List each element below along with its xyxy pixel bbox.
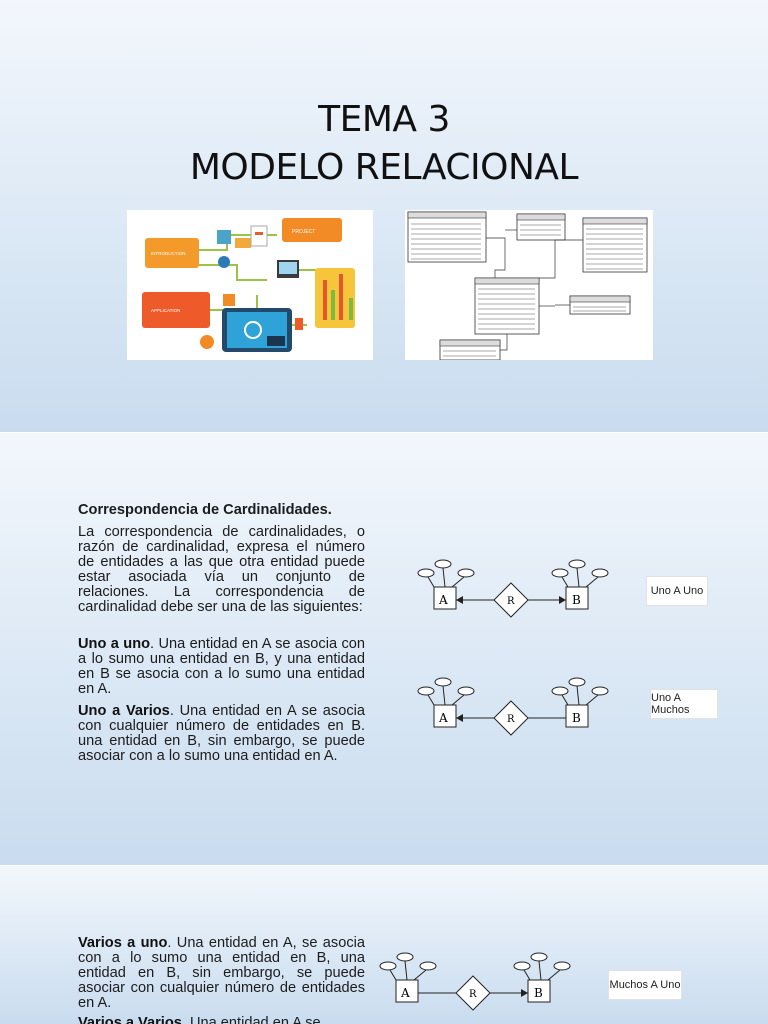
section-heading: Correspondencia de Cardinalidades.	[78, 502, 332, 518]
many-to-many-paragraph: Varios a Varios. Una entidad en A se	[78, 1016, 365, 1024]
slide-varios: Varios a uno. Una entidad en A, se asoci…	[0, 866, 768, 1024]
slide-title: TEMA 3 MODELO RELACIONAL PROJECT INTRODU…	[0, 0, 768, 432]
slide-cardinalidades: Correspondencia de Cardinalidades. La co…	[0, 433, 768, 865]
entity-b-label: B	[572, 711, 581, 725]
infographic-tag-intro: INTRODUCTION	[151, 251, 186, 256]
relation-label: R	[507, 714, 515, 725]
caption-uno-a-muchos: Uno A Muchos	[650, 689, 718, 719]
er-diagram-one-to-one: A R B	[417, 559, 609, 618]
one-to-one-term: Uno a uno	[78, 636, 151, 652]
one-to-one-paragraph: Uno a uno. Una entidad en A se asocia co…	[78, 637, 365, 697]
intro-paragraph: La correspondencia de cardinalidades, o …	[78, 524, 365, 615]
relation-label: R	[469, 989, 477, 1000]
infographic-illustration: PROJECT INTRODUCTION APPLICATION	[127, 210, 373, 360]
infographic-tag-project: PROJECT	[292, 229, 315, 235]
entity-b-label: B	[572, 593, 581, 607]
er-diagram-one-to-many: A R B	[417, 677, 609, 736]
many-to-one-term: Varios a uno	[78, 935, 168, 951]
entity-a-label: A	[438, 593, 448, 607]
one-to-many-paragraph: Uno a Varios. Una entidad en A se asocia…	[78, 704, 365, 764]
one-to-many-text: . Una entidad en A se asocia con cualqui…	[78, 703, 365, 764]
entity-b-label: B	[534, 986, 543, 1000]
many-to-many-text: . Una entidad en A se	[181, 1015, 321, 1024]
entity-a-label: A	[400, 986, 410, 1000]
er-diagram-many-to-one: A R B	[379, 952, 571, 1011]
many-to-one-paragraph: Varios a uno. Una entidad en A, se asoci…	[78, 936, 365, 1011]
many-to-one-text: . Una entidad en A, se asocia con a lo s…	[78, 935, 365, 1011]
caption-uno-a-uno: Uno A Uno	[646, 576, 708, 606]
slide-title-line2: MODELO RELACIONAL	[189, 147, 579, 188]
relation-label: R	[507, 596, 515, 607]
one-to-one-text: . Una entidad en A se asocia con a lo su…	[78, 636, 365, 697]
one-to-many-term: Uno a Varios	[78, 703, 170, 719]
entity-a-label: A	[438, 711, 448, 725]
infographic-tag-application: APPLICATION	[151, 308, 180, 313]
relational-schema-diagram	[405, 210, 653, 360]
slide-title-line1: TEMA 3	[318, 99, 450, 140]
caption-muchos-a-uno: Muchos A Uno	[608, 970, 682, 1000]
many-to-many-term: Varios a Varios	[78, 1015, 182, 1024]
